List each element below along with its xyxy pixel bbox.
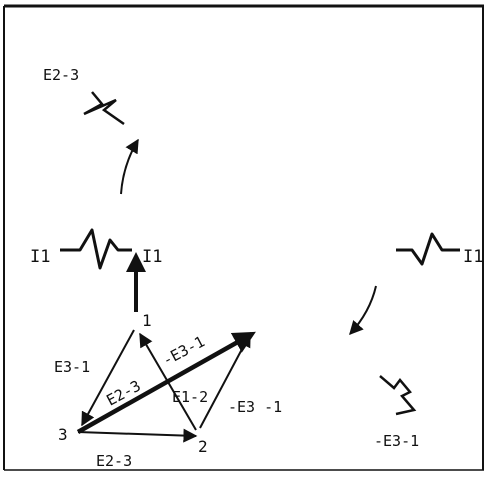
edge-3-to-tip-thick xyxy=(76,331,256,434)
label-neg-e31-bottom-right: -E3-1 xyxy=(374,432,419,450)
edge-3-to-2 xyxy=(77,428,198,443)
vertex-1-label: 1 xyxy=(142,311,152,330)
pulse-left-icon xyxy=(60,228,132,270)
label-i1-mid: I1 xyxy=(142,247,162,267)
pulse-right-icon xyxy=(396,232,460,266)
label-e23-bottom: E2-3 xyxy=(96,452,132,470)
edge-1-to-3 xyxy=(81,329,135,427)
label-i1-left: I1 xyxy=(30,247,50,267)
label-e12: E1-2 xyxy=(172,388,208,406)
zigzag-right-icon xyxy=(379,375,417,416)
label-e23-top: E2-3 xyxy=(43,66,79,84)
vertex-3-label: 3 xyxy=(58,425,68,444)
curved-arrow-down xyxy=(349,285,377,336)
label-e31-left: E3-1 xyxy=(54,358,90,376)
curved-arrow-up xyxy=(120,138,139,195)
label-neg-e31-right: -E3 -1 xyxy=(228,398,282,416)
label-i1-right: I1 xyxy=(463,247,483,267)
vertex-2-label: 2 xyxy=(198,437,208,456)
zigzag-pulse-icon xyxy=(83,91,125,126)
